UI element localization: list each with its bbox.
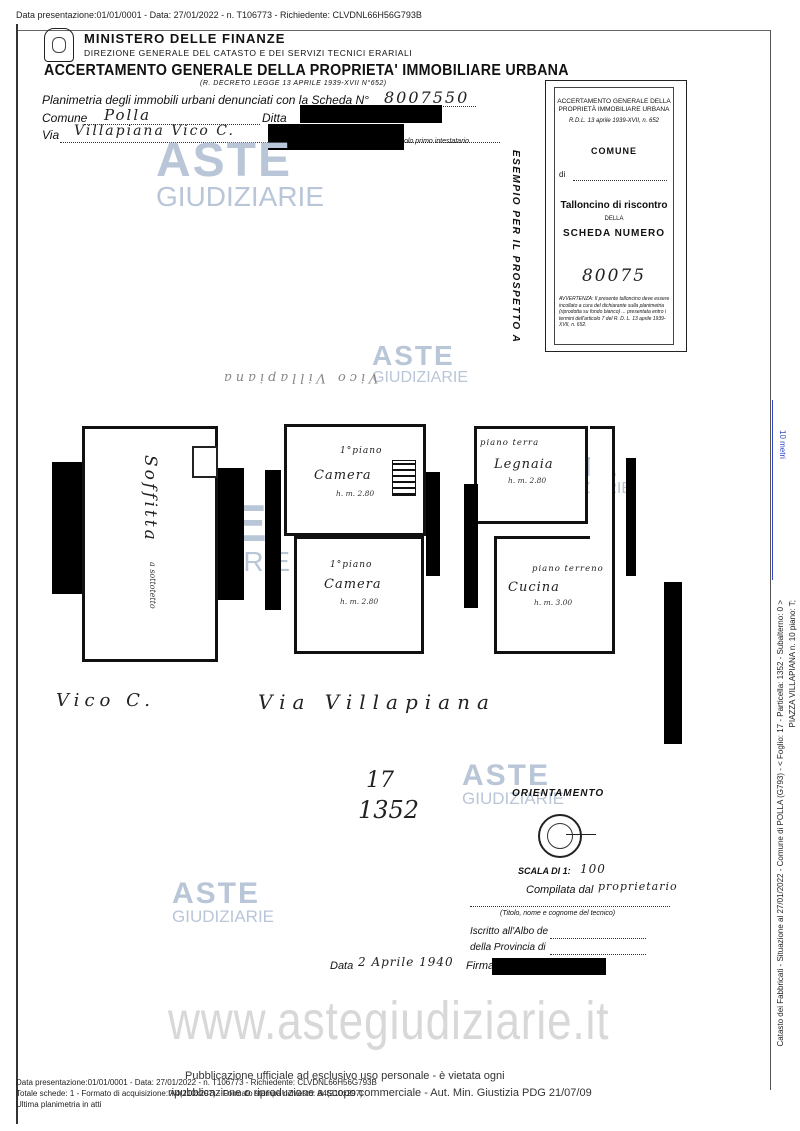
redaction-plan-1 <box>52 462 82 594</box>
url-watermark: www.astegiudiziarie.it <box>168 991 610 1051</box>
watermark-5: ASTE GIUDIZIARIE <box>462 759 565 808</box>
redaction-ditta <box>300 105 442 123</box>
room2-height: h. m. 2.80 <box>340 597 379 606</box>
redaction-plan-2 <box>218 468 244 600</box>
scale-bar <box>772 400 773 580</box>
ditta-label: Ditta <box>262 111 287 125</box>
primo-intestatario: olo primo intestatario <box>404 138 469 145</box>
room4-height: h. m. 3.00 <box>534 598 573 607</box>
soffitta-chimney <box>192 446 218 478</box>
street-main-label: Via Villapiana <box>258 690 496 714</box>
titolo-caption: (Titolo, nome e cognome del tecnico) <box>500 910 616 917</box>
talloncino-di: di <box>559 170 566 179</box>
soffitta-sub: a sottotetto <box>148 562 157 609</box>
redaction-via <box>268 124 404 150</box>
room1-height: h. m. 2.80 <box>336 489 375 498</box>
watermark-6: ASTE GIUDIZIARIE <box>172 877 275 926</box>
room4-name: Cucina <box>508 580 560 595</box>
talloncino-scheda: SCHEDA NUMERO <box>562 228 666 239</box>
footer-line-3: Ultima planimetria in atti <box>16 1100 102 1109</box>
comune-value: Polla <box>104 106 152 124</box>
scale-note: 10 metri <box>778 430 787 459</box>
compass-icon <box>538 814 582 858</box>
redaction-firma <box>492 958 606 975</box>
room-legnaia <box>474 426 588 524</box>
talloncino-di-line <box>573 180 667 181</box>
esempio-vertical: ESEMPIO PER IL PROSPETTO A <box>510 150 521 344</box>
room-camera-2 <box>294 536 424 654</box>
room3-floor: piano terra <box>480 438 540 448</box>
talloncino-avvertenza: AVVERTENZA: Il presente talloncino deve … <box>559 296 670 328</box>
redaction-plan-5 <box>464 484 478 608</box>
talloncino-number: 80075 <box>581 266 647 286</box>
talloncino-header: ACCERTAMENTO GENERALE DELLA PROPRIETÀ IM… <box>557 98 671 113</box>
header-line: Data presentazione:01/01/0001 - Data: 27… <box>16 10 422 20</box>
talloncino-title: Talloncino di riscontro <box>560 200 668 211</box>
side-cadastre-line: Catasto dei Fabbricati - Situazione al 2… <box>776 600 785 1047</box>
redaction-plan-7 <box>664 582 682 744</box>
compilata-value: proprietario <box>598 880 678 893</box>
talloncino-box: ACCERTAMENTO GENERALE DELLA PROPRIETÀ IM… <box>545 80 687 352</box>
corridor-wall <box>590 426 615 654</box>
compilata-label: Compilata dal <box>526 884 594 896</box>
room3-name: Legnaia <box>494 457 554 472</box>
stair-icon <box>392 460 416 496</box>
footer-center-2: ripubblicazione o riproduzione a scopo c… <box>168 1087 592 1099</box>
room2-name: Camera <box>324 577 382 592</box>
via-value: Villapiana Vico C. <box>74 123 235 139</box>
watermark-2: ASTE GIUDIZIARIE <box>372 340 469 386</box>
scala-value: 100 <box>580 862 606 876</box>
decreto-line: (R. DECRETO LEGGE 13 APRILE 1939-XVII N°… <box>200 80 387 87</box>
comune-underline <box>84 124 260 125</box>
redaction-plan-3 <box>265 470 281 610</box>
redaction-plan-6 <box>626 458 636 576</box>
particella-number: 1352 <box>358 796 420 824</box>
iscritto-label: Iscritto all'Albo de <box>470 926 549 937</box>
scala-label: SCALA DI 1: <box>518 866 571 876</box>
data-label: Data <box>330 960 354 972</box>
side-address-line: PIAZZA VILLAPIANA n. 10 piano: T; <box>788 600 797 728</box>
room3-height: h. m. 2.80 <box>508 476 547 485</box>
direzione-subtitle: DIREZIONE GENERALE DEL CATASTO E DEI SER… <box>84 48 413 58</box>
planimetria-label: Planimetria degli immobili urbani denunc… <box>42 93 369 107</box>
room2-floor: 1°piano <box>330 560 373 570</box>
provincia-label: della Provincia di <box>470 942 546 953</box>
titolo-line <box>470 906 670 907</box>
room1-name: Camera <box>314 468 372 483</box>
footer-center-1: Pubblicazione ufficiale ad esclusivo uso… <box>185 1070 505 1082</box>
street-left-label: Vico C. <box>56 690 155 711</box>
soffitta-label: Soffitta <box>140 455 160 543</box>
footer-line-2: Totale schede: 1 - Formato di acquisizio… <box>16 1089 363 1098</box>
data-value: 2 Aprile 1940 <box>358 955 454 969</box>
room4-floor: piano terreno <box>532 564 604 574</box>
comune-label: Comune <box>42 111 88 125</box>
right-border <box>770 30 771 1090</box>
talloncino-decreto: R.D.L. 13 aprile 1939-XVII, n. 652 <box>568 118 660 124</box>
iscritto-line <box>550 938 646 939</box>
state-emblem-icon <box>44 28 74 62</box>
top-border <box>18 30 770 31</box>
foglio-number: 17 <box>366 768 394 793</box>
watermark-1: ASTE GIUDIZIARIE <box>156 134 325 212</box>
room1-floor: 1°piano <box>340 446 383 456</box>
via-label: Via <box>42 128 60 142</box>
orientamento-label: ORIENTAMENTO <box>512 788 605 799</box>
room-cucina <box>494 536 602 654</box>
accertamento-title: ACCERTAMENTO GENERALE DELLA PROPRIETA' I… <box>44 62 569 79</box>
ministry-title: MINISTERO DELLE FINANZE <box>84 31 286 46</box>
north-arrow-icon <box>566 834 596 835</box>
redaction-plan-4 <box>426 472 440 576</box>
talloncino-della: DELLA <box>604 216 624 222</box>
footer-line-1: Data presentazione:01/01/0001 - Data: 27… <box>16 1078 377 1087</box>
left-border <box>16 24 18 1124</box>
scheda-number: 8007550 <box>384 88 470 107</box>
talloncino-comune: COMUNE <box>591 146 637 156</box>
mirrored-text: Vico Villapiana <box>220 370 379 385</box>
provincia-line <box>550 954 646 955</box>
firma-label: Firma <box>466 960 495 972</box>
